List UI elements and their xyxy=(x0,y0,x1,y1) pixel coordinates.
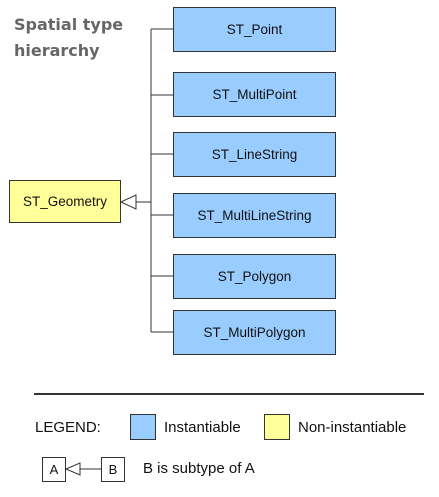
subtype-label: ST_MultiLineString xyxy=(197,208,312,223)
subtype-label: ST_MultiPoint xyxy=(212,87,297,102)
subtype-box-st-multipolygon: ST_MultiPolygon xyxy=(173,310,336,355)
subtype-box-st-linestring: ST_LineString xyxy=(173,132,336,177)
legend-example-a-label: A xyxy=(49,462,59,477)
subtype-label: ST_Polygon xyxy=(217,269,292,284)
subtype-label: ST_LineString xyxy=(211,147,298,162)
subtype-label: ST_MultiPolygon xyxy=(203,325,306,340)
legend-example-box-a: A xyxy=(42,457,66,482)
legend-example-b-label: B xyxy=(108,462,118,477)
title-line-2: hierarchy xyxy=(14,41,100,60)
st-geometry-box: ST_Geometry xyxy=(9,180,121,223)
legend-heading: LEGEND: xyxy=(35,419,101,436)
title-line-1: Spatial type xyxy=(14,15,124,34)
subtype-box-st-multilinestring: ST_MultiLineString xyxy=(173,193,336,238)
inheritance-arrowhead xyxy=(119,194,137,210)
legend-swatch-non-instantiable xyxy=(264,414,290,440)
legend-example-text: B is subtype of A xyxy=(143,460,255,477)
legend-arrowhead xyxy=(64,462,81,476)
legend-swatch-instantiable xyxy=(130,414,156,440)
diagram-title: Spatial type hierarchy xyxy=(14,12,123,64)
subtype-box-st-point: ST_Point xyxy=(173,7,336,52)
subtype-box-st-multipoint: ST_MultiPoint xyxy=(173,72,336,117)
st-geometry-label: ST_Geometry xyxy=(22,194,108,209)
subtype-box-st-polygon: ST_Polygon xyxy=(173,254,336,299)
legend-label-instantiable: Instantiable xyxy=(164,419,241,436)
legend-example-box-b: B xyxy=(101,457,125,482)
legend-label-non-instantiable: Non-instantiable xyxy=(298,419,407,436)
subtype-label: ST_Point xyxy=(226,22,283,37)
